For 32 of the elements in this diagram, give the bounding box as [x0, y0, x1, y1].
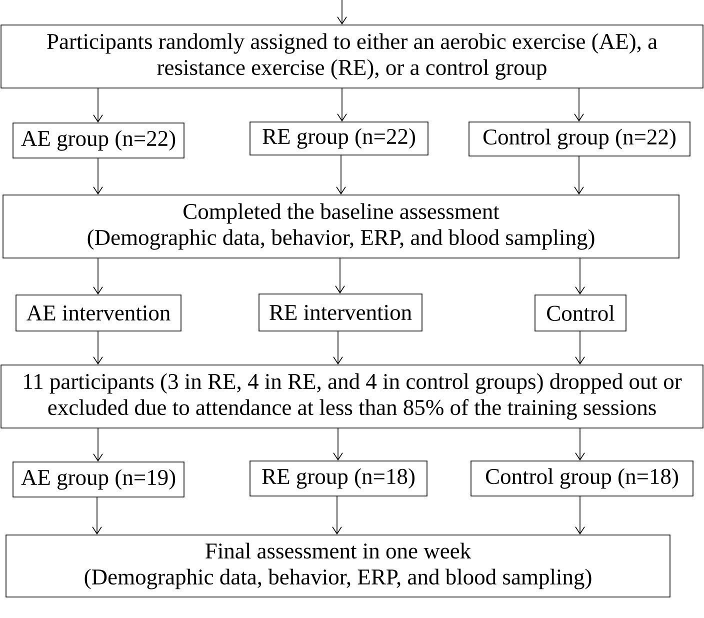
arrow [93, 331, 103, 365]
arrow [335, 258, 345, 294]
arrow [337, 0, 347, 25]
process-box: AE group (n=22) [12, 122, 184, 158]
process-box: Control group (n=22) [468, 122, 690, 156]
process-box: RE intervention [258, 294, 422, 332]
arrow [337, 88, 347, 122]
arrow [93, 258, 103, 295]
process-box: AE intervention [16, 294, 182, 332]
process-box: RE group (n=22) [250, 122, 428, 156]
process-box: Control group (n=18) [470, 460, 694, 496]
arrow [93, 88, 103, 123]
arrow [92, 497, 102, 535]
arrow [333, 428, 343, 461]
arrow [93, 158, 103, 195]
arrow [93, 428, 103, 462]
process-box: AE group (n=19) [12, 462, 184, 498]
process-box: 11 participants (3 in RE, 4 in RE, and 4 in control groups) dropped out or excluded due to attendance at less than 85% of the training sessions [0, 364, 704, 428]
process-box: Final assessment in one week (Demographic data, behavior, ERP, and blood sampling) [6, 534, 670, 598]
arrow [575, 258, 585, 295]
arrow [333, 331, 343, 365]
process-box: Completed the baseline assessment (Demographic data, behavior, ERP, and blood sampling) [2, 194, 680, 258]
arrow [336, 155, 346, 195]
process-box: Control [534, 294, 626, 332]
process-box: Participants randomly assigned to either an aerobic exercise (AE), a resistance exercise (RE), or a control group [0, 24, 704, 88]
process-box: RE group (n=18) [250, 460, 428, 496]
arrow [575, 331, 585, 365]
arrow [575, 496, 585, 535]
arrow [332, 496, 342, 535]
arrow [574, 156, 584, 195]
arrow [575, 428, 585, 461]
arrow [574, 88, 584, 122]
